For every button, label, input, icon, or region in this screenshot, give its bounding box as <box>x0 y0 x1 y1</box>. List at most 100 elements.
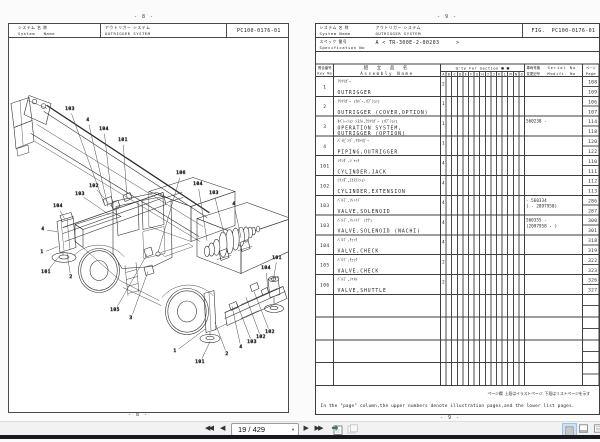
callout-leader-line <box>199 189 207 241</box>
cell-key-number: 104 <box>320 243 330 249</box>
cell-key-number: 2 <box>323 104 326 110</box>
cell-page-upper: 286 <box>588 198 597 204</box>
boom-head <box>11 96 51 157</box>
left-page-number-bottom: - 8 - <box>128 412 148 418</box>
cell-name-en: PIPING,OUTRIGGER <box>337 150 398 156</box>
figure-number: PC100-0176-01 <box>237 28 281 34</box>
callout-label-104: 104 <box>53 203 63 209</box>
title-block-divider <box>100 24 101 38</box>
jack-cylinder-assembly <box>204 226 259 260</box>
callout-label-104: 104 <box>193 181 203 187</box>
cell-serial: - 560334 <box>526 198 547 204</box>
right-page-title-block: システム 名 称 System Name アウトリガー システム OUTRIGG… <box>316 24 599 53</box>
table-footnote-jp: ページ欄 上段はイラストページ, 下段はリストページを示す <box>488 392 591 397</box>
callout-label-101: 101 <box>41 269 51 275</box>
cell-name-en: VALVE,CHECK <box>337 268 379 274</box>
previous-view-button[interactable] <box>330 424 344 435</box>
callout-label-101: 101 <box>272 255 282 261</box>
cell-page-lower: 319 <box>588 248 597 254</box>
single-page-view-button[interactable] <box>578 424 589 434</box>
callout-label-103: 103 <box>65 106 75 112</box>
first-page-button[interactable]: ◀◀ <box>205 424 212 434</box>
cell-qty: 2 <box>441 260 444 266</box>
cell-page-lower: 323 <box>588 268 597 274</box>
qty-col-letter: H <box>481 73 483 77</box>
cell-page-upper: 300 <box>588 218 597 224</box>
qty-col-letter: E <box>464 73 466 77</box>
cell-qty: 2 <box>441 279 444 285</box>
callout-label-2: 2 <box>225 351 228 357</box>
qty-col-letter: L <box>503 73 505 77</box>
cell-key-number: 4 <box>323 144 326 150</box>
col-header-page-jp: ページ <box>585 66 596 70</box>
cell-page-lower: 287 <box>588 208 597 214</box>
cell-page-upper: 318 <box>588 238 597 244</box>
title-block-divider <box>226 24 227 38</box>
cell-key-number: 101 <box>320 164 330 170</box>
cell-key-number: 106 <box>320 282 330 288</box>
col-header-key-en: Key No <box>317 72 332 76</box>
cell-page-upper: 110 <box>588 159 597 165</box>
cell-qty: 1 <box>441 121 444 127</box>
system-name-value-jp: アウトリガー システム <box>105 26 151 31</box>
col-header-key-jp: 照合番号 <box>318 65 332 70</box>
qty-col-letter: I <box>487 73 489 77</box>
qty-col-letter: J <box>492 73 494 77</box>
cell-name-en: VALVE,SHUTTLE <box>337 288 386 294</box>
cell-key-number: 105 <box>320 263 330 269</box>
qty-col-letter: D <box>459 73 461 77</box>
callout-label-1: 1 <box>40 249 43 255</box>
next-page-button[interactable]: ▶ <box>304 424 309 434</box>
cell-name-jp: ｼﾘﾝﾀﾞ,ｴｸｽﾃﾝｼｮﾝ <box>337 178 365 183</box>
cell-serial: 560238 - <box>526 119 547 125</box>
cell-name-en: OPERATION SYSTEM, <box>337 125 401 131</box>
callout-label-103: 103 <box>209 190 219 196</box>
cell-name-jp: ﾊﾟｲﾋﾟﾝｸﾞ,ｱｳﾄﾘｶﾞｰ <box>337 138 369 143</box>
cell-page-upper: 120 <box>588 139 597 145</box>
callout-label-4: 4 <box>239 344 242 350</box>
system-name-label-jp: システム 名 称 <box>18 26 48 31</box>
callout-label-102: 102 <box>265 329 275 335</box>
qty-col-letter: G <box>475 73 477 77</box>
cell-name-jp: ﾊﾞﾙﾌﾞ,ﾁｪｯｸ <box>337 257 357 262</box>
cell-name-en: VALVE,SOLENOID (NACHI) <box>337 229 420 235</box>
valve-parts <box>144 247 160 276</box>
callout-leader-line <box>254 292 268 329</box>
callout-leader-line <box>237 304 250 339</box>
two-page-view-button[interactable] <box>593 424 600 434</box>
callout-leader-line <box>89 125 108 207</box>
prev-page-button[interactable]: ◀ <box>220 424 225 434</box>
left-page-title-block: システム 名 称 System Name アウトリガー システム OUTRIGG… <box>9 24 288 39</box>
last-page-button[interactable]: ▶▶ <box>315 424 322 434</box>
window-bottom-bar <box>0 435 600 440</box>
crane-outrigger-diagram: 1034104101102103104411012106104103410531… <box>9 37 288 411</box>
col-header-serial-jp: 車両号機 <box>526 65 540 70</box>
cell-name-jp: ﾊﾞﾙﾌﾞ,ｼｬﾄﾙ <box>337 277 357 282</box>
system-name-label-en: System Name <box>320 31 351 36</box>
left-page-number-top: - 8 - <box>134 14 154 20</box>
cell-name-jp: ﾊﾞﾙﾌﾞ,ｿﾚﾉｲﾄﾞ <box>337 198 361 203</box>
front-left-outrigger-jack <box>52 213 76 263</box>
cell-name-en: CYLINDER,EXTENSION <box>337 189 405 195</box>
callout-label-104: 104 <box>261 265 271 271</box>
system-name-value-jp: アウトリガー システム <box>376 26 422 31</box>
next-view-button[interactable] <box>346 424 360 434</box>
cell-page-lower: 113 <box>588 189 597 195</box>
qty-col-letter: B <box>447 73 449 77</box>
cell-serial: ( - 2097958) <box>526 204 557 210</box>
callout-label-4: 4 <box>232 201 235 207</box>
cell-page-upper: 114 <box>588 119 597 125</box>
cell-qty: 4 <box>441 220 444 226</box>
left-page: システム 名 称 System Name アウトリガー システム OUTRIGG… <box>8 23 289 413</box>
page-dropdown-caret-icon[interactable]: ▼ <box>291 427 295 432</box>
callout-label-3: 3 <box>129 315 132 321</box>
callout-label-105: 105 <box>110 307 120 313</box>
callout-leader-line <box>202 342 210 359</box>
callout-leader-line <box>84 197 109 214</box>
cell-key-number: 1 <box>323 84 326 90</box>
cell-name-jp: ｱｳﾄﾘｶﾞｰ (ｶﾊﾞｰ,ｵﾌﾟｼｮﾝ) <box>337 99 379 104</box>
right-page-number-top: - 9 - <box>437 14 457 20</box>
cell-page-upper: 106 <box>588 99 597 105</box>
cell-page-lower: 107 <box>588 109 597 115</box>
